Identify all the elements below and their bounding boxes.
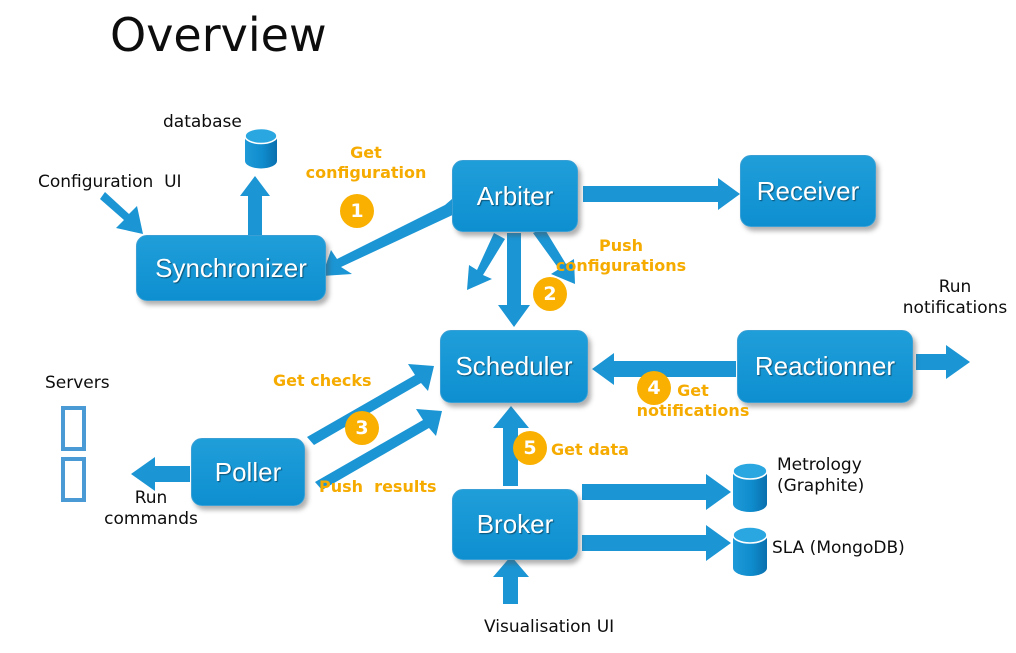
step-badge-5-number: 5 (523, 437, 537, 459)
step-badge-1-number: 1 (350, 200, 364, 222)
arrow-arbiter-to-scheduler (498, 233, 530, 327)
arrow-arbiter-fan-left (467, 233, 505, 290)
metrology-cylinder-icon (732, 462, 768, 512)
label-get-data: Get data (551, 440, 629, 459)
label-configuration-ui: Configuration UI (38, 172, 182, 192)
arrow-broker-to-sla (582, 525, 731, 561)
label-servers: Servers (45, 373, 110, 393)
node-poller[interactable]: Poller (191, 438, 305, 506)
node-scheduler-label: Scheduler (455, 351, 573, 381)
step-badge-1: 1 (340, 194, 374, 228)
node-arbiter-label: Arbiter (476, 180, 554, 211)
server-icon-1 (61, 406, 86, 451)
node-reactionner[interactable]: Reactionner (737, 330, 913, 403)
sla-cylinder-icon (732, 526, 768, 576)
node-broker[interactable]: Broker (452, 489, 578, 560)
label-get-checks: Get checks (273, 371, 372, 390)
node-synchronizer-label: Synchronizer (155, 252, 307, 283)
arrow-poller-to-servers (131, 457, 190, 491)
step-badge-4-number: 4 (647, 377, 661, 399)
node-reactionner-label: Reactionner (754, 351, 896, 381)
server-icon-2 (61, 457, 86, 502)
label-metrology: Metrology (Graphite) (777, 455, 865, 497)
arrow-configuration-ui-to-synchronizer (100, 192, 143, 234)
step-badge-3-number: 3 (355, 417, 369, 439)
node-receiver-label: Receiver (756, 175, 860, 206)
label-get-notifications: Get notifications (636, 381, 750, 420)
database-cylinder-icon (244, 127, 278, 169)
node-poller-label: Poller (214, 456, 282, 487)
label-sla: SLA (MongoDB) (772, 538, 905, 558)
arrow-arbiter-to-receiver (583, 178, 740, 210)
label-run-commands: Run commands (104, 488, 198, 530)
arrow-visualisation-ui-to-broker (493, 556, 529, 604)
page-title: Overview (110, 8, 327, 62)
step-badge-3: 3 (345, 411, 379, 445)
step-badge-2: 2 (533, 277, 567, 311)
arrow-reactionner-to-run-notifications (916, 345, 970, 379)
arrow-broker-to-metrology (582, 474, 731, 510)
label-push-configurations: Push configurations (555, 236, 687, 275)
label-get-configuration: Get configuration (305, 143, 427, 182)
node-scheduler[interactable]: Scheduler (440, 330, 588, 403)
node-arbiter[interactable]: Arbiter (452, 160, 578, 232)
step-badge-4: 4 (637, 371, 671, 405)
step-badge-2-number: 2 (543, 283, 557, 305)
step-badge-5: 5 (513, 431, 547, 465)
label-database: database (163, 112, 242, 132)
node-broker-label: Broker (476, 509, 554, 539)
node-synchronizer[interactable]: Synchronizer (136, 235, 326, 301)
label-push-results: Push results (319, 477, 437, 496)
label-visualisation-ui: Visualisation UI (484, 617, 615, 637)
arrow-synchronizer-to-database (240, 176, 270, 236)
node-receiver[interactable]: Receiver (740, 155, 876, 227)
label-run-notifications: Run notifications (902, 277, 1008, 319)
